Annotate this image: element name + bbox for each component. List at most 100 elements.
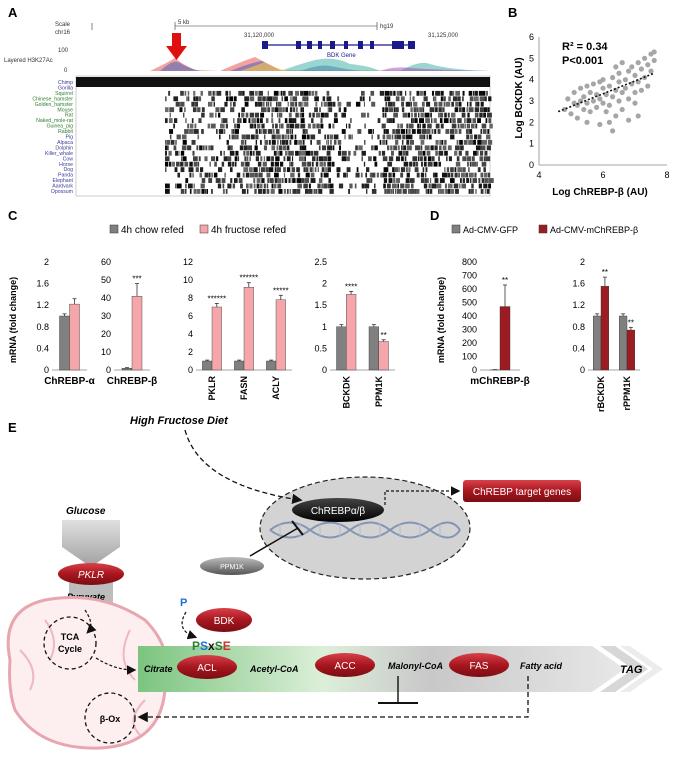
c-ytick-label: 2 bbox=[322, 279, 327, 289]
d-ytick-label: 0 bbox=[472, 365, 477, 375]
species-label: Rat bbox=[65, 113, 74, 119]
p-annotation: P<0.001 bbox=[562, 55, 603, 67]
diet-label: High Fructose Diet bbox=[130, 415, 229, 427]
c-category-label: ChREBP-β bbox=[107, 376, 158, 387]
c-significance: ****** bbox=[239, 274, 258, 283]
c-ytick-label: 12 bbox=[183, 257, 193, 267]
b-ytick-label: 0 bbox=[529, 160, 534, 170]
scatter-point bbox=[632, 89, 638, 96]
c-bar bbox=[243, 287, 254, 371]
scatter-point bbox=[597, 79, 603, 85]
pklr-pill bbox=[58, 563, 124, 585]
target-genes-box bbox=[463, 480, 581, 502]
c-ytick-label: 0.5 bbox=[314, 343, 327, 353]
scatter-point bbox=[571, 89, 577, 96]
scatter-point bbox=[600, 100, 606, 106]
b-ytick-label: 4 bbox=[529, 75, 534, 85]
scatter-point bbox=[597, 121, 603, 128]
d-bar bbox=[626, 329, 636, 371]
c-ytick-label: 4 bbox=[188, 329, 193, 339]
c-ytick-label: 1.5 bbox=[314, 300, 327, 310]
d-ytick-label: 1.2 bbox=[572, 300, 585, 310]
glucose-arrow bbox=[62, 520, 120, 567]
d-ytick-label: 0.4 bbox=[572, 343, 585, 353]
species-label: Alpaca bbox=[57, 140, 73, 146]
ppm1k-pill bbox=[200, 557, 264, 575]
species-label: Aardvark bbox=[52, 184, 73, 190]
motif-label: PSxSE bbox=[192, 639, 231, 653]
trend-line bbox=[557, 72, 655, 113]
scatter-point bbox=[565, 96, 571, 102]
d-ytick-label: 1.6 bbox=[572, 279, 585, 289]
c-ytick-label: 1 bbox=[322, 322, 327, 332]
scatter-point bbox=[619, 106, 625, 113]
scatter-point bbox=[629, 64, 635, 70]
panel-d-label: D bbox=[430, 208, 439, 223]
r2-annotation: R² = 0.34 bbox=[562, 41, 608, 53]
tca-label-1: TCA bbox=[61, 632, 80, 642]
tca-cycle-circle bbox=[43, 616, 97, 670]
d-ytick-label: 600 bbox=[462, 284, 477, 294]
scatter-point bbox=[603, 109, 609, 115]
scatter-point bbox=[632, 100, 638, 106]
acl-pill bbox=[177, 655, 237, 679]
c-bar bbox=[275, 299, 286, 371]
scatter-point bbox=[635, 113, 641, 119]
dna-helix-icon bbox=[269, 521, 461, 539]
c-bar bbox=[131, 296, 143, 371]
panel-b-label: B bbox=[508, 5, 517, 20]
scatter-point bbox=[613, 113, 619, 119]
species-label: Chinese_hamster bbox=[32, 96, 73, 102]
d-category-label: rBCKDK bbox=[596, 375, 606, 412]
species-label: Naked_mole-rat bbox=[36, 118, 73, 124]
d-bar bbox=[619, 315, 628, 371]
scatter-point bbox=[594, 104, 600, 110]
c-category-label: FASN bbox=[239, 376, 249, 400]
c-bar bbox=[378, 341, 389, 371]
c-ytick-label: 0.8 bbox=[36, 322, 49, 332]
b-ytick-label: 5 bbox=[529, 53, 534, 63]
b-xtick-label: 8 bbox=[664, 170, 669, 180]
scatter-point bbox=[603, 92, 609, 98]
scatter-point bbox=[635, 60, 641, 66]
species-label: Dog bbox=[63, 167, 73, 173]
species-label: Squirrel bbox=[55, 91, 73, 97]
panel-d: D Ad-CMV-GFP Ad-CMV-mChREBP-β mRNA (fold… bbox=[430, 208, 640, 412]
d-ytick-label: 100 bbox=[462, 352, 477, 362]
scatter-point bbox=[619, 89, 625, 96]
scatter-point bbox=[587, 89, 593, 96]
c-ytick-label: 2 bbox=[188, 347, 193, 357]
scatter-point bbox=[574, 115, 581, 121]
c-significance: ** bbox=[381, 331, 387, 340]
c-bar bbox=[202, 360, 213, 371]
species-label: Elephant bbox=[53, 178, 74, 184]
c-significance: ***** bbox=[273, 286, 289, 295]
c-legend-fructose: 4h fructose refed bbox=[211, 225, 286, 236]
species-labels: ChimpGorillaSquirrelChinese_hamsterGolde… bbox=[32, 80, 73, 195]
scatter-point bbox=[642, 55, 648, 61]
assembly-label: hg19 bbox=[380, 24, 394, 30]
d-ytick-label: 2 bbox=[580, 257, 585, 267]
species-label: Mouse bbox=[57, 107, 73, 113]
d-ytick-label: 300 bbox=[462, 325, 477, 335]
b-ytick-label: 2 bbox=[529, 117, 534, 127]
d-bar bbox=[499, 306, 511, 371]
c-legend-chow: 4h chow refed bbox=[121, 225, 184, 236]
scatter-point bbox=[619, 60, 625, 66]
acl-label: ACL bbox=[197, 663, 217, 674]
c-bar bbox=[121, 368, 133, 371]
gene-label: BDK Gene bbox=[327, 53, 356, 59]
c-bar bbox=[211, 306, 222, 371]
beta-ox-label: β-Ox bbox=[100, 714, 121, 724]
c-ytick-label: 2.5 bbox=[314, 257, 327, 267]
c-ytick-label: 0.4 bbox=[36, 343, 49, 353]
scatter-point bbox=[632, 72, 638, 78]
scatter-point bbox=[581, 94, 587, 100]
beta-ox-circle bbox=[84, 692, 136, 744]
bar-chart-d: 0100200300400500600700800**mChREBP-β00.4… bbox=[462, 257, 640, 412]
d-significance: ** bbox=[602, 268, 608, 277]
scatter-point bbox=[568, 111, 574, 117]
scatter-point bbox=[626, 68, 632, 74]
